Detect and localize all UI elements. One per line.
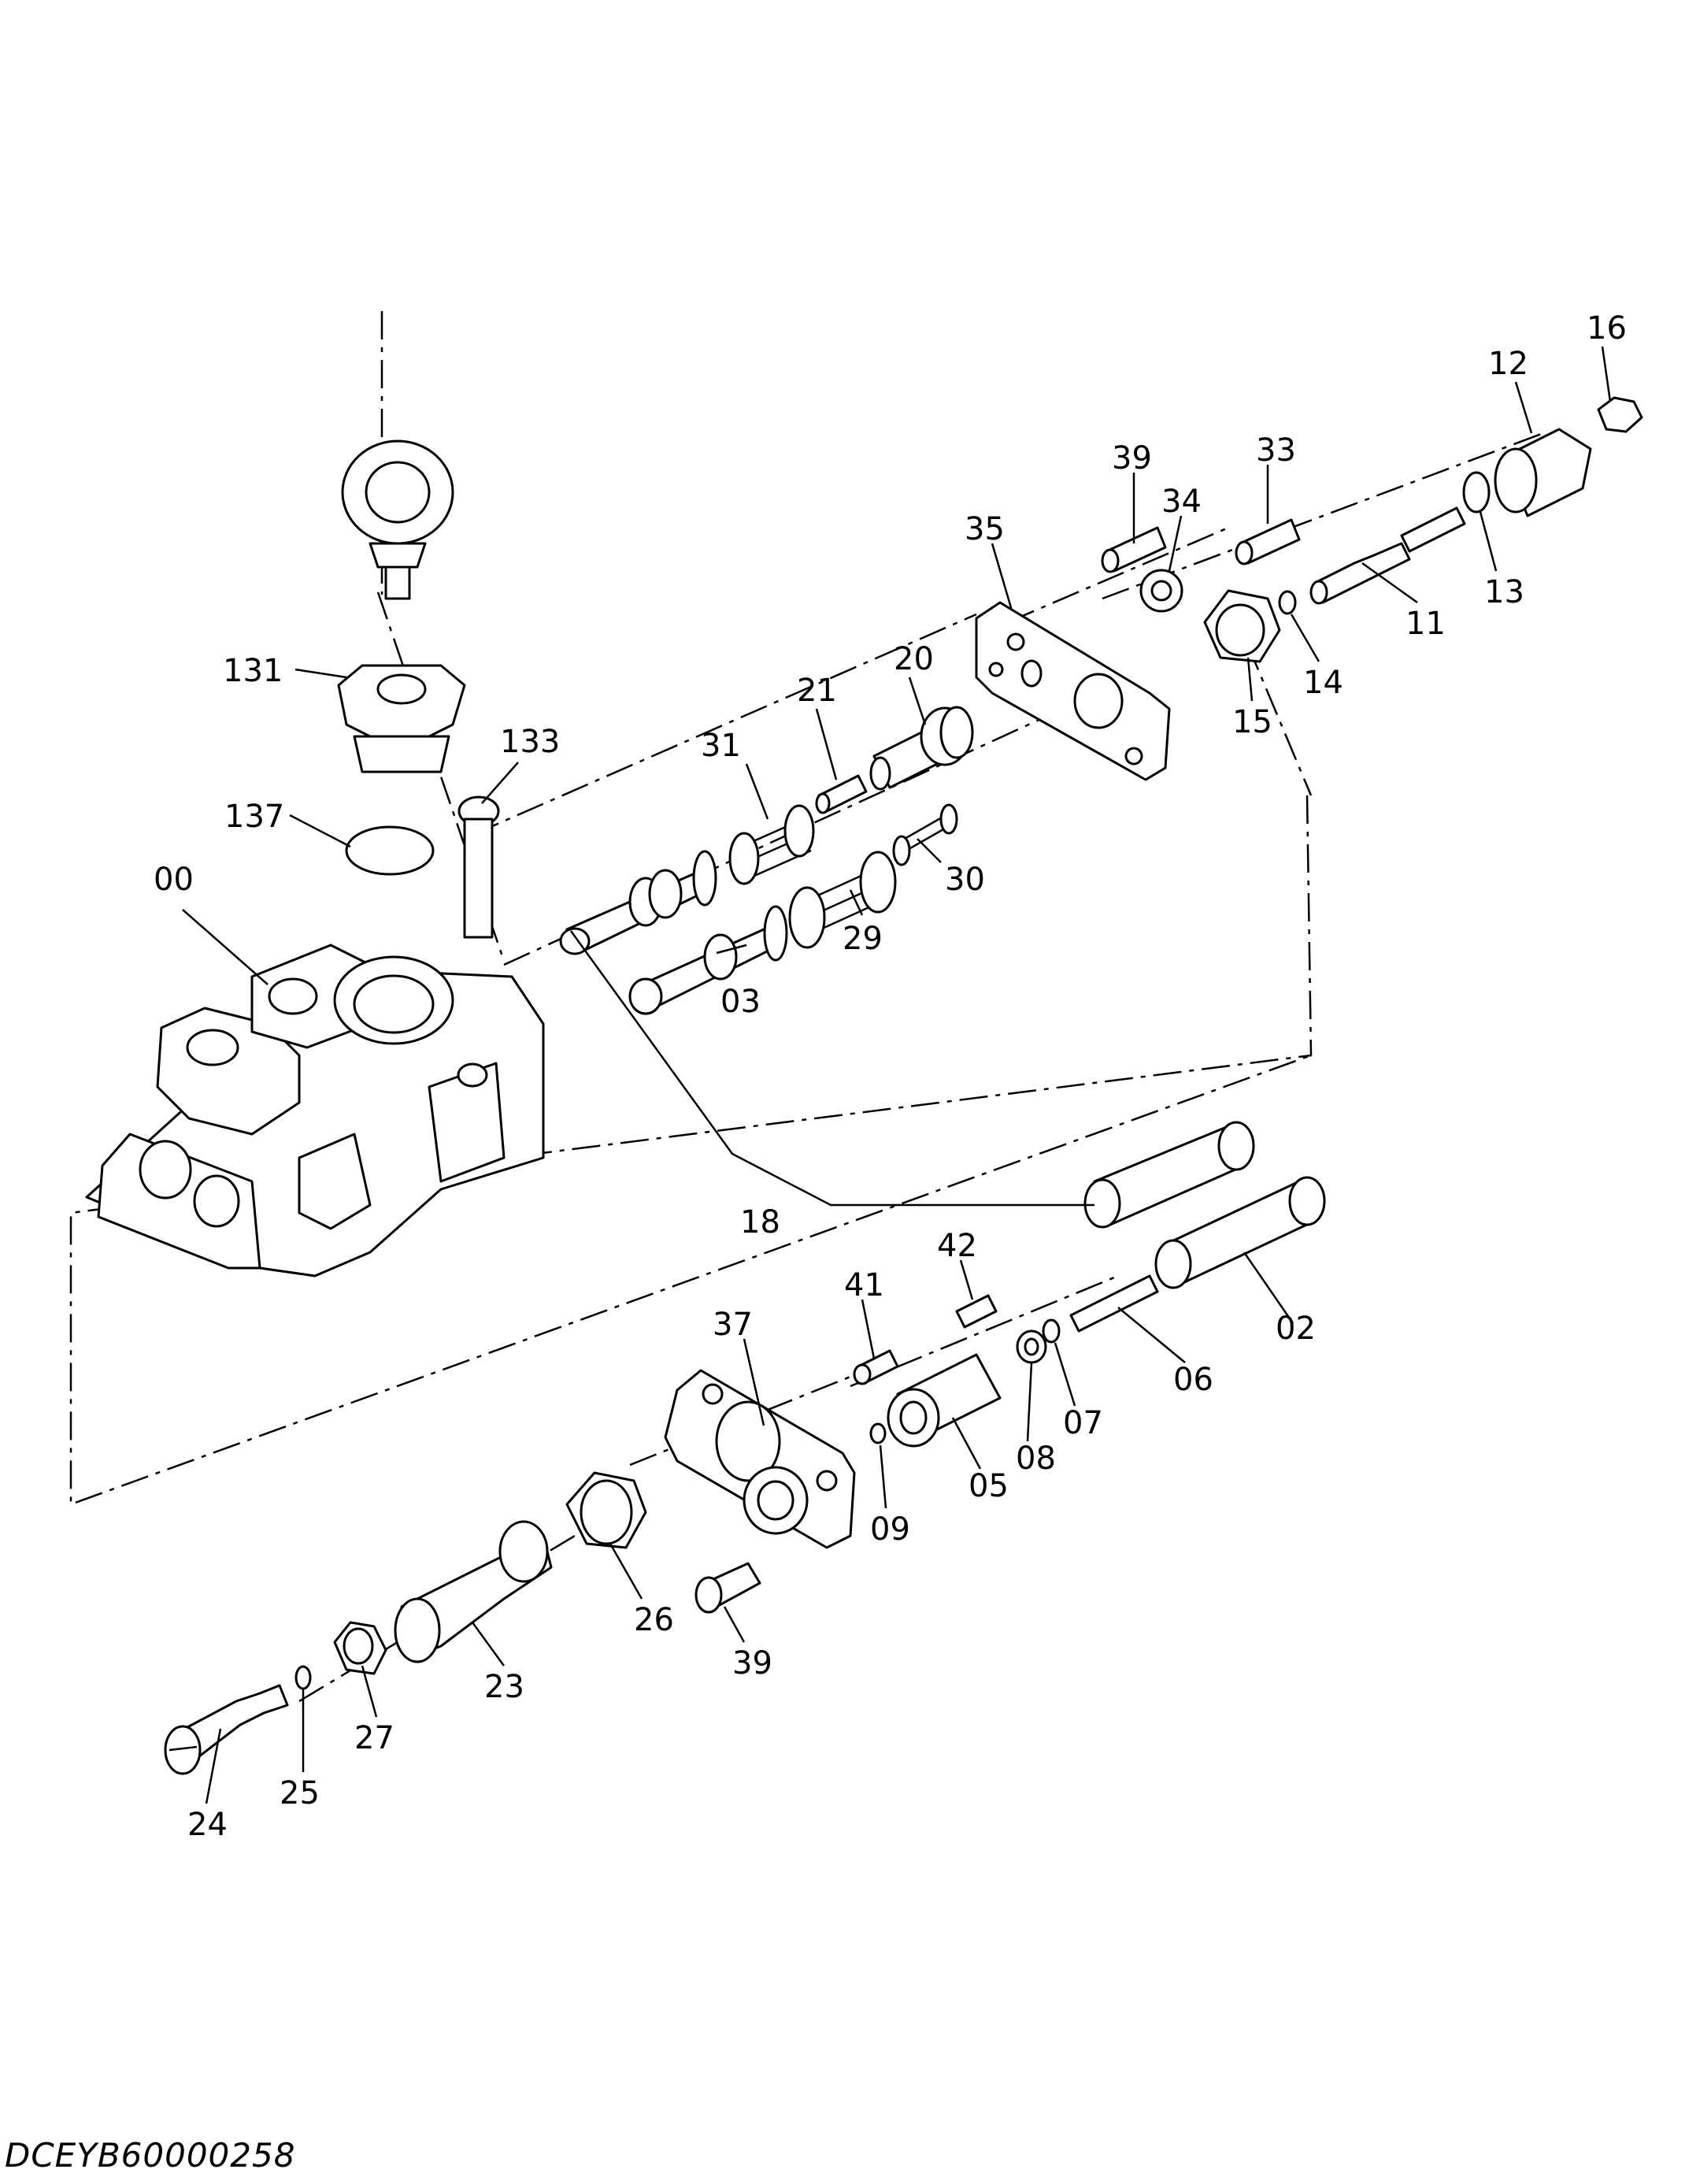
callout-14: 14 xyxy=(1303,665,1343,701)
washer-08 xyxy=(1016,1329,1047,1364)
callout-26: 26 xyxy=(634,1602,674,1638)
callout-08: 08 xyxy=(1016,1441,1056,1477)
drawing-code: DCEYB60000258 xyxy=(5,2136,296,2175)
spring-31 xyxy=(728,804,815,885)
callout-33: 33 xyxy=(1256,432,1296,469)
callout-34: 34 xyxy=(1161,484,1202,520)
callout-11: 11 xyxy=(1406,606,1446,642)
callout-03: 03 xyxy=(720,984,761,1020)
callout-07: 07 xyxy=(1063,1405,1103,1441)
poppet-05 xyxy=(887,1353,1002,1448)
leader-lines xyxy=(182,346,1612,1804)
sleeve-18 xyxy=(1083,1121,1255,1229)
callout-29: 29 xyxy=(843,921,883,957)
cover-plate-37 xyxy=(664,1369,856,1549)
callout-39-upper: 39 xyxy=(1112,440,1152,476)
adjust-screw-24 xyxy=(164,1684,289,1775)
callout-labels: 00 02 03 05 06 07 08 09 11 12 13 14 15 1… xyxy=(154,310,1627,1843)
callout-13: 13 xyxy=(1484,574,1524,610)
callout-20: 20 xyxy=(894,641,934,677)
callout-02: 02 xyxy=(1276,1311,1316,1347)
plug-42 xyxy=(955,1294,998,1329)
adjust-screw-11 xyxy=(1309,506,1466,605)
cover-plate-35 xyxy=(975,601,1171,781)
eye-bolt xyxy=(341,439,454,600)
callout-21: 21 xyxy=(797,673,837,709)
o-ring-137 xyxy=(345,825,435,876)
callout-37: 37 xyxy=(713,1307,753,1343)
spring-29 xyxy=(788,851,897,949)
o-ring-14 xyxy=(1278,590,1297,615)
callout-12: 12 xyxy=(1488,346,1528,382)
plug-41 xyxy=(853,1349,899,1385)
sleeve-02 xyxy=(1154,1176,1326,1289)
o-ring-25 xyxy=(294,1665,312,1690)
spring-30 xyxy=(892,803,958,866)
o-ring-13 xyxy=(1462,471,1491,514)
poppet-20 xyxy=(869,706,974,791)
callout-05: 05 xyxy=(969,1468,1009,1504)
lock-nut-15 xyxy=(1203,589,1281,663)
callout-24: 24 xyxy=(187,1807,228,1843)
plug-23 xyxy=(394,1520,553,1663)
callout-39-lower: 39 xyxy=(732,1645,772,1682)
screw-39-upper xyxy=(1101,526,1167,573)
callout-25: 25 xyxy=(280,1775,320,1811)
pin-33 xyxy=(1235,518,1301,565)
callout-35: 35 xyxy=(965,511,1005,547)
callout-16: 16 xyxy=(1587,310,1627,347)
stem-06 xyxy=(1069,1274,1159,1333)
callout-133: 133 xyxy=(500,724,560,760)
callout-131: 131 xyxy=(223,653,283,689)
socket-screw-133 xyxy=(457,795,500,939)
plug-12 xyxy=(1494,428,1592,517)
plug-21 xyxy=(815,774,868,814)
spool-lower xyxy=(628,905,788,1015)
callout-09: 09 xyxy=(870,1511,910,1548)
nut-16 xyxy=(1597,396,1643,433)
callout-15: 15 xyxy=(1232,704,1272,740)
o-ring-09 xyxy=(869,1422,887,1444)
callout-18: 18 xyxy=(740,1204,780,1240)
screw-39-lower xyxy=(694,1562,761,1614)
callout-23: 23 xyxy=(484,1669,524,1705)
callout-30: 30 xyxy=(945,862,985,898)
callout-06: 06 xyxy=(1173,1362,1213,1398)
callout-137: 137 xyxy=(224,799,284,835)
plug-131 xyxy=(337,664,466,773)
lock-nut-26 xyxy=(565,1471,647,1549)
valve-body xyxy=(85,944,545,1277)
callout-00: 00 xyxy=(154,862,194,898)
callout-41: 41 xyxy=(844,1267,884,1303)
nut-27 xyxy=(333,1621,387,1675)
spool-upper xyxy=(559,850,717,955)
callout-31: 31 xyxy=(701,728,741,764)
nut-34 xyxy=(1139,569,1183,613)
callout-42: 42 xyxy=(937,1228,977,1264)
o-ring-07 xyxy=(1042,1318,1061,1344)
callout-27: 27 xyxy=(354,1720,394,1756)
